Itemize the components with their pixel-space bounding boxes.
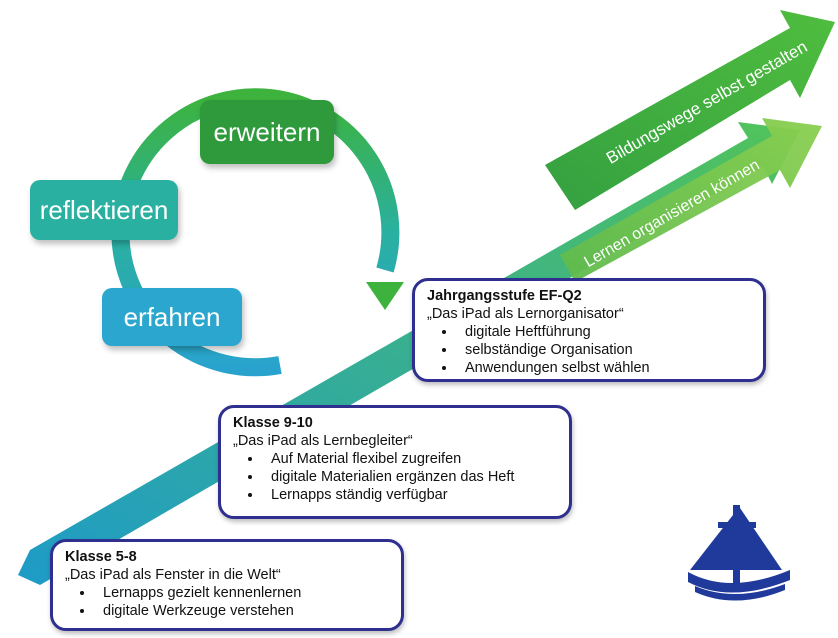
- stage-title: Jahrgangsstufe EF-Q2: [427, 288, 582, 304]
- stage-subtitle: „Das iPad als Lernbegleiter“: [233, 433, 413, 449]
- stage-box-9-10: Klasse 9-10 „Das iPad als Lernbegleiter“…: [218, 405, 572, 519]
- upper-arrow: [545, 10, 835, 210]
- step-reflektieren: reflektieren: [30, 180, 178, 240]
- stage-subtitle: „Das iPad als Fenster in die Welt“: [65, 567, 281, 583]
- stage-title: Klasse 5-8: [65, 549, 137, 565]
- stage-subtitle: „Das iPad als Lernorganisator“: [427, 306, 624, 322]
- list-item: Lernapps ständig verfügbar: [263, 486, 557, 504]
- stage-list: Lernapps gezielt kennenlernen digitale W…: [65, 584, 389, 620]
- list-item: digitale Heftführung: [457, 323, 751, 341]
- cycle-arrowhead: [366, 282, 404, 310]
- list-item: selbständige Organisation: [457, 341, 751, 359]
- list-item: digitale Werkzeuge verstehen: [95, 602, 389, 620]
- stage-title: Klasse 9-10: [233, 415, 313, 431]
- list-item: Lernapps gezielt kennenlernen: [95, 584, 389, 602]
- stage-box-ef-q2: Jahrgangsstufe EF-Q2 „Das iPad als Lerno…: [412, 278, 766, 382]
- stage-list: Auf Material flexibel zugreifen digitale…: [233, 450, 557, 504]
- sailboat-cross-logo: [688, 505, 790, 601]
- step-erfahren: erfahren: [102, 288, 242, 346]
- step-erweitern: erweitern: [200, 100, 334, 164]
- lower-arrow-head: [560, 118, 822, 282]
- list-item: Anwendungen selbst wählen: [457, 359, 751, 377]
- stage-box-5-8: Klasse 5-8 „Das iPad als Fenster in die …: [50, 539, 404, 631]
- list-item: Auf Material flexibel zugreifen: [263, 450, 557, 468]
- list-item: digitale Materialien ergänzen das Heft: [263, 468, 557, 486]
- stage-list: digitale Heftführung selbständige Organi…: [427, 323, 751, 377]
